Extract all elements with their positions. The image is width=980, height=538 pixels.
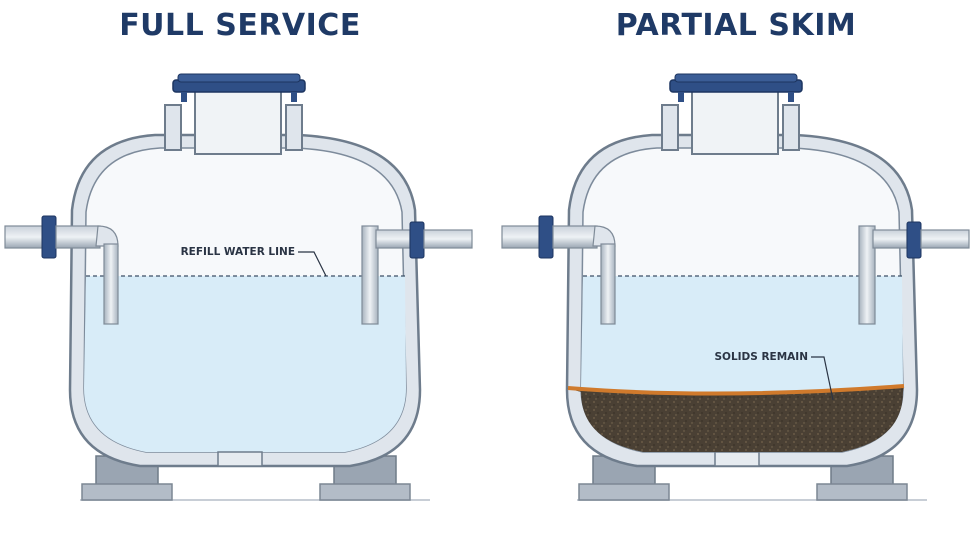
callout-solids-remain: SOLIDS REMAIN [714,351,808,363]
tank-full-service: REFILL WATER LINE [5,74,472,500]
callout-refill-water-line: REFILL WATER LINE [181,246,295,258]
sludge-layer [567,386,904,452]
tank-partial-skim: SOLIDS REMAIN [502,74,969,500]
